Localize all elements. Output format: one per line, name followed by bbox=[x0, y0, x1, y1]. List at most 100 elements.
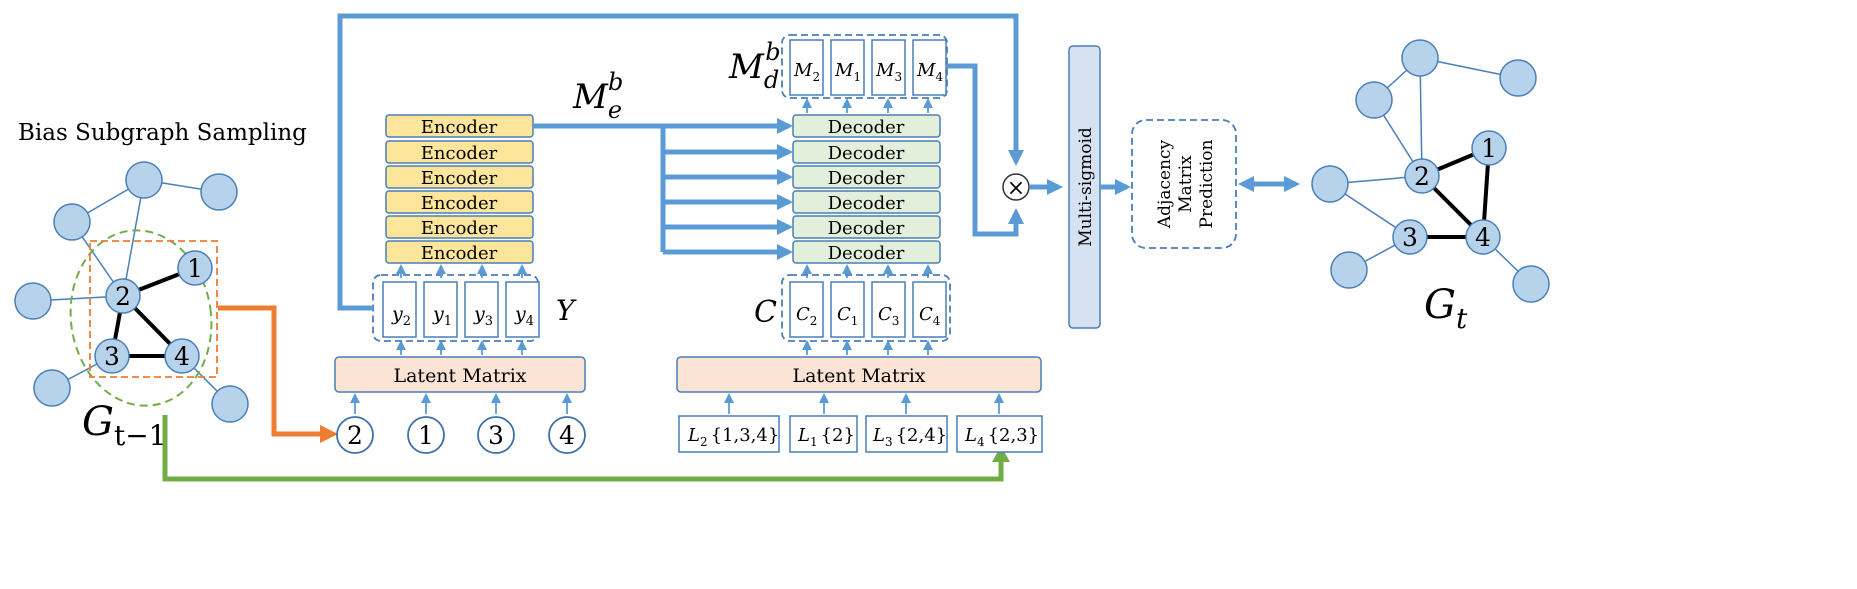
graph-node bbox=[1499, 59, 1537, 97]
adjacency-prediction-label: Adjacency Matrix Prediction bbox=[1155, 139, 1217, 229]
right-graph: 1 2 3 4 Gt bbox=[1311, 39, 1550, 335]
multiply-operator bbox=[1002, 173, 1030, 201]
decoder-block bbox=[792, 215, 941, 239]
y-cell bbox=[464, 281, 499, 338]
graph-node-4 bbox=[1465, 219, 1501, 255]
y-to-encoder-arrows bbox=[396, 264, 527, 278]
graph-node bbox=[53, 203, 91, 241]
graph-node bbox=[200, 173, 238, 211]
m-cell bbox=[789, 39, 824, 96]
encoder-output-label: Meb bbox=[572, 68, 623, 124]
orange-sampling-arrow bbox=[218, 305, 338, 443]
c-cell-label: C1 bbox=[837, 304, 858, 328]
latent-matrix-left bbox=[334, 356, 586, 393]
latent-matrix-left-label: Latent Matrix bbox=[393, 365, 526, 387]
m-cell bbox=[830, 39, 865, 96]
m-cell-label: M3 bbox=[875, 60, 902, 84]
l-input-label: L1{2} bbox=[797, 425, 855, 449]
node-label: 1 bbox=[187, 254, 203, 283]
adjacency-prediction-box bbox=[1131, 119, 1237, 249]
decoder-label: Decoder bbox=[828, 243, 905, 264]
l-input-box bbox=[678, 415, 780, 453]
l-input-box bbox=[865, 415, 948, 453]
decoder-block bbox=[792, 165, 941, 189]
y-cell bbox=[382, 281, 417, 338]
encoder-block bbox=[385, 240, 534, 264]
graph-node bbox=[1355, 81, 1393, 119]
input-node-label: 2 bbox=[347, 421, 363, 450]
c-cell-label: C3 bbox=[878, 304, 899, 328]
l-input-label: L2{1,3,4} bbox=[687, 425, 779, 449]
green-arrow-line bbox=[162, 415, 1004, 482]
graph-node-2 bbox=[105, 278, 141, 314]
graph-node bbox=[125, 161, 163, 199]
input-node-label: 4 bbox=[559, 421, 575, 450]
latent-to-y-arrows bbox=[396, 340, 527, 355]
c-cell bbox=[789, 281, 824, 338]
encoder-block bbox=[385, 215, 534, 239]
encoder-block bbox=[385, 190, 534, 214]
y-cell-label: y2 bbox=[391, 303, 411, 329]
encoder-label: Encoder bbox=[421, 168, 498, 189]
left-graph-label: Gt−1 bbox=[82, 399, 166, 452]
sampling-ellipse bbox=[69, 229, 213, 407]
m-cell bbox=[912, 39, 947, 96]
decoder-block bbox=[792, 140, 941, 164]
graph-node-1 bbox=[177, 250, 213, 286]
c-cell-label: C4 bbox=[919, 304, 941, 328]
decoder-block bbox=[792, 240, 941, 264]
l-to-latent-arrows bbox=[724, 393, 1004, 414]
graph-node bbox=[1330, 251, 1368, 289]
c-cell bbox=[871, 281, 906, 338]
node-label: 4 bbox=[1475, 223, 1491, 252]
prediction-line-2: Matrix bbox=[1176, 155, 1196, 213]
graph-node bbox=[1512, 265, 1550, 303]
y-cell-label: y4 bbox=[514, 303, 534, 329]
encoder-to-decoder-arrows bbox=[533, 118, 793, 260]
m-cell-label: M2 bbox=[793, 60, 820, 84]
decoder-block bbox=[792, 114, 941, 138]
l-inputs: L2{1,3,4} L1{2} L3{2,4} L4{2,3} bbox=[678, 415, 1043, 453]
prediction-arrow-back-head bbox=[1238, 176, 1254, 192]
l-input-label: L4{2,3} bbox=[964, 425, 1039, 449]
input-node-label: 3 bbox=[488, 421, 504, 450]
encoder-label: Encoder bbox=[421, 117, 498, 138]
decoder-stack: Decoder Decoder Decoder Decoder Decoder … bbox=[792, 114, 941, 264]
green-arrow-head bbox=[992, 446, 1010, 462]
y-group-label: Y bbox=[556, 294, 577, 327]
left-graph: Bias Subgraph Sampling 1 2 3 4 Gt−1 bbox=[14, 120, 307, 452]
m-cell-label: M1 bbox=[834, 60, 861, 84]
c-group: C2 C1 C3 C4 C bbox=[754, 274, 951, 342]
y-cell bbox=[423, 281, 458, 338]
decoder-to-m-arrows bbox=[802, 98, 933, 113]
l-input-box bbox=[789, 415, 858, 453]
sampled-subgraph-box bbox=[89, 240, 218, 378]
graph-node bbox=[14, 282, 52, 320]
m-to-multiply-arrow bbox=[947, 63, 1024, 237]
decoder-label: Decoder bbox=[828, 168, 905, 189]
encoder-block bbox=[385, 140, 534, 164]
graph-node bbox=[1311, 165, 1349, 203]
graph-node bbox=[33, 369, 71, 407]
right-graph-label: Gt bbox=[1424, 282, 1468, 335]
multi-sigmoid-label: Multi-sigmoid bbox=[1076, 127, 1096, 247]
graph-node-3 bbox=[1392, 219, 1428, 255]
node-label: 2 bbox=[1414, 162, 1430, 191]
graph-node-1 bbox=[1471, 130, 1507, 166]
node-label: 4 bbox=[174, 342, 190, 371]
decoder-output-label: Mdb bbox=[728, 38, 781, 94]
m-cell bbox=[871, 39, 906, 96]
encoder-label: Encoder bbox=[421, 143, 498, 164]
multiply-symbol: × bbox=[1007, 176, 1025, 201]
l-input-label: L3{2,4} bbox=[872, 425, 947, 449]
m-cell-label: M4 bbox=[916, 60, 943, 84]
decoder-label: Decoder bbox=[828, 117, 905, 138]
prediction-line-1: Adjacency bbox=[1155, 140, 1175, 230]
graph-node-4 bbox=[164, 338, 200, 374]
skip-connection-arrow bbox=[337, 13, 1024, 311]
latent-to-c-arrows bbox=[802, 340, 933, 355]
input-nodes: 2 1 3 4 bbox=[336, 393, 586, 454]
encoder-stack: Encoder Encoder Encoder Encoder Encoder … bbox=[385, 114, 534, 264]
c-cell bbox=[830, 281, 865, 338]
encoder-label: Encoder bbox=[421, 193, 498, 214]
